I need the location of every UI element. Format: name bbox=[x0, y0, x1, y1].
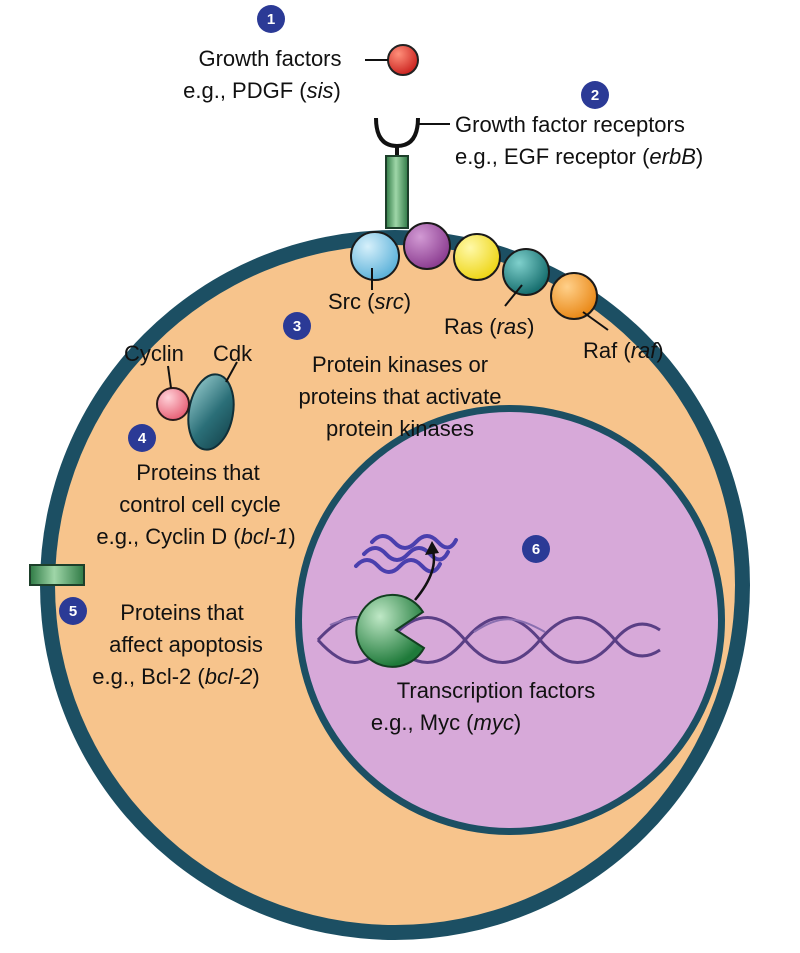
svg-text:5: 5 bbox=[69, 603, 77, 620]
cdk-label: Cdk bbox=[213, 341, 253, 366]
purple-protein bbox=[403, 222, 451, 270]
rna-strands bbox=[354, 534, 458, 574]
svg-text:3: 3 bbox=[293, 318, 301, 335]
step-badge-1: 1 bbox=[257, 5, 285, 33]
step-badge-4: 4 bbox=[128, 424, 156, 452]
ras-protein bbox=[502, 248, 550, 296]
yellow-protein bbox=[453, 233, 501, 281]
growth-factors-label: Growth factors bbox=[198, 46, 341, 71]
kinase-chain bbox=[350, 222, 598, 320]
apoptosis-membrane-protein bbox=[29, 564, 85, 586]
step-badge-3: 3 bbox=[283, 312, 311, 340]
svg-text:2: 2 bbox=[591, 87, 599, 104]
step-badge-2: 2 bbox=[581, 81, 609, 109]
step-badge-5: 5 bbox=[59, 597, 87, 625]
kinases-line2: proteins that activate bbox=[298, 384, 501, 409]
transcription-factors-example: e.g., Myc (myc) bbox=[371, 710, 521, 735]
cyclin-cdk-complex bbox=[156, 361, 238, 451]
apoptosis-example: e.g., Bcl-2 (bcl-2) bbox=[92, 664, 260, 689]
apoptosis-line1: Proteins that bbox=[120, 600, 244, 625]
src-protein bbox=[350, 231, 400, 281]
cell-cycle-example: e.g., Cyclin D (bcl-1) bbox=[96, 524, 295, 549]
cyclin-protein bbox=[156, 387, 190, 421]
growth-factor-ball bbox=[387, 44, 419, 76]
cyclin-label: Cyclin bbox=[124, 341, 184, 366]
ras-label: Ras (ras) bbox=[444, 314, 534, 339]
transcription-factor-protein bbox=[355, 593, 426, 668]
kinases-line3: protein kinases bbox=[326, 416, 474, 441]
receptors-label: Growth factor receptors bbox=[455, 112, 685, 137]
step-badge-6: 6 bbox=[522, 535, 550, 563]
receptors-example: e.g., EGF receptor (erbB) bbox=[455, 144, 703, 169]
src-label: Src (src) bbox=[328, 289, 411, 314]
cell-cycle-line1: Proteins that bbox=[136, 460, 260, 485]
kinases-line1: Protein kinases or bbox=[312, 352, 488, 377]
svg-text:4: 4 bbox=[138, 430, 147, 447]
svg-text:6: 6 bbox=[532, 541, 540, 558]
cell-cycle-line2: control cell cycle bbox=[119, 492, 280, 517]
growth-factor-receptor bbox=[374, 117, 450, 229]
apoptosis-line2: affect apoptosis bbox=[109, 632, 263, 657]
raf-protein bbox=[550, 272, 598, 320]
transcription-factors-label: Transcription factors bbox=[397, 678, 595, 703]
svg-text:1: 1 bbox=[267, 11, 275, 28]
growth-factors-example: e.g., PDGF (sis) bbox=[183, 78, 341, 103]
raf-label: Raf (raf) bbox=[583, 338, 664, 363]
